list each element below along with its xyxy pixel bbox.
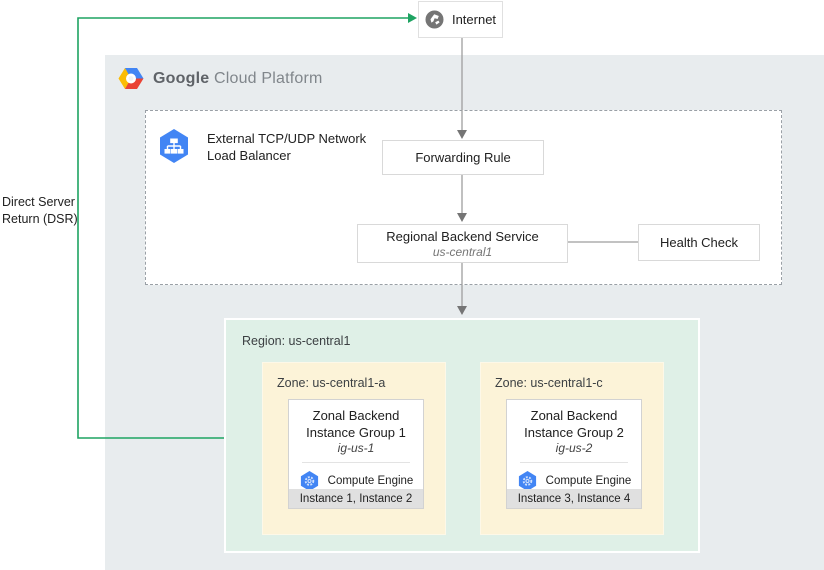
- gcp-logo-icon: [118, 67, 144, 90]
- backend-service-label: Regional Backend Service: [386, 228, 539, 244]
- load-balancer-header: External TCP/UDP Network Load Balancer: [157, 128, 366, 164]
- compute-engine-label: Compute Engine: [545, 475, 632, 487]
- forwarding-rule-node: Forwarding Rule: [382, 140, 544, 175]
- globe-icon: [425, 10, 444, 29]
- brand-cloud-platform: Cloud Platform: [213, 69, 323, 87]
- compute-engine-row: Compute Engine: [507, 470, 641, 492]
- instance-group-title: Zonal Backend Instance Group 2: [507, 407, 641, 441]
- load-balancer-label-line1: External TCP/UDP Network: [207, 131, 367, 146]
- instance-group-2-box: Zonal Backend Instance Group 2 ig-us-2: [506, 399, 642, 509]
- zone-label: Zone: us-central1-c: [495, 376, 603, 390]
- internet-label: Internet: [451, 12, 497, 27]
- region-label: Region: us-central1: [242, 334, 351, 348]
- load-balancer-label-line2: Load Balancer: [207, 148, 291, 163]
- compute-engine-label: Compute Engine: [327, 475, 414, 487]
- internet-node: Internet: [418, 1, 503, 38]
- instance-group-name: ig-us-1: [337, 441, 375, 455]
- instance-group-name: ig-us-2: [555, 441, 593, 455]
- region-container: Region: us-central1 Zone: us-central1-a …: [224, 318, 700, 553]
- instance-list: Instance 1, Instance 2: [289, 489, 423, 508]
- instance-group-title-line2: Instance Group 2: [524, 425, 624, 440]
- forwarding-rule-label: Forwarding Rule: [415, 150, 511, 165]
- health-check-label: Health Check: [659, 235, 739, 250]
- instance-group-title-line1: Zonal Backend: [312, 408, 400, 423]
- backend-service-region: us-central1: [432, 244, 493, 259]
- brand-google: Google: [153, 69, 210, 87]
- compute-engine-icon: [517, 470, 538, 492]
- gcp-brand: Google Cloud Platform: [118, 67, 323, 90]
- gcp-brand-text: Google Cloud Platform: [153, 70, 323, 88]
- network-load-balancer-icon: [157, 128, 191, 164]
- dsr-label: Direct Server Return (DSR): [2, 195, 78, 226]
- health-check-node: Health Check: [638, 224, 760, 261]
- divider: [520, 462, 628, 463]
- load-balancer-label: External TCP/UDP Network Load Balancer: [207, 128, 366, 164]
- divider: [302, 462, 410, 463]
- instance-group-title: Zonal Backend Instance Group 1: [289, 407, 423, 441]
- instance-group-title-line2: Instance Group 1: [306, 425, 406, 440]
- instance-list: Instance 3, Instance 4: [507, 489, 641, 508]
- zone-us-central1-a: Zone: us-central1-a Zonal Backend Instan…: [262, 362, 446, 535]
- compute-engine-icon: [299, 470, 320, 492]
- backend-service-node: Regional Backend Service us-central1: [357, 224, 568, 263]
- dsr-arrowhead: [408, 13, 417, 23]
- zone-us-central1-c: Zone: us-central1-c Zonal Backend Instan…: [480, 362, 664, 535]
- instance-group-1-box: Zonal Backend Instance Group 1 ig-us-1: [288, 399, 424, 509]
- compute-engine-row: Compute Engine: [289, 470, 423, 492]
- instance-group-title-line1: Zonal Backend: [530, 408, 618, 423]
- zone-label: Zone: us-central1-a: [277, 376, 386, 390]
